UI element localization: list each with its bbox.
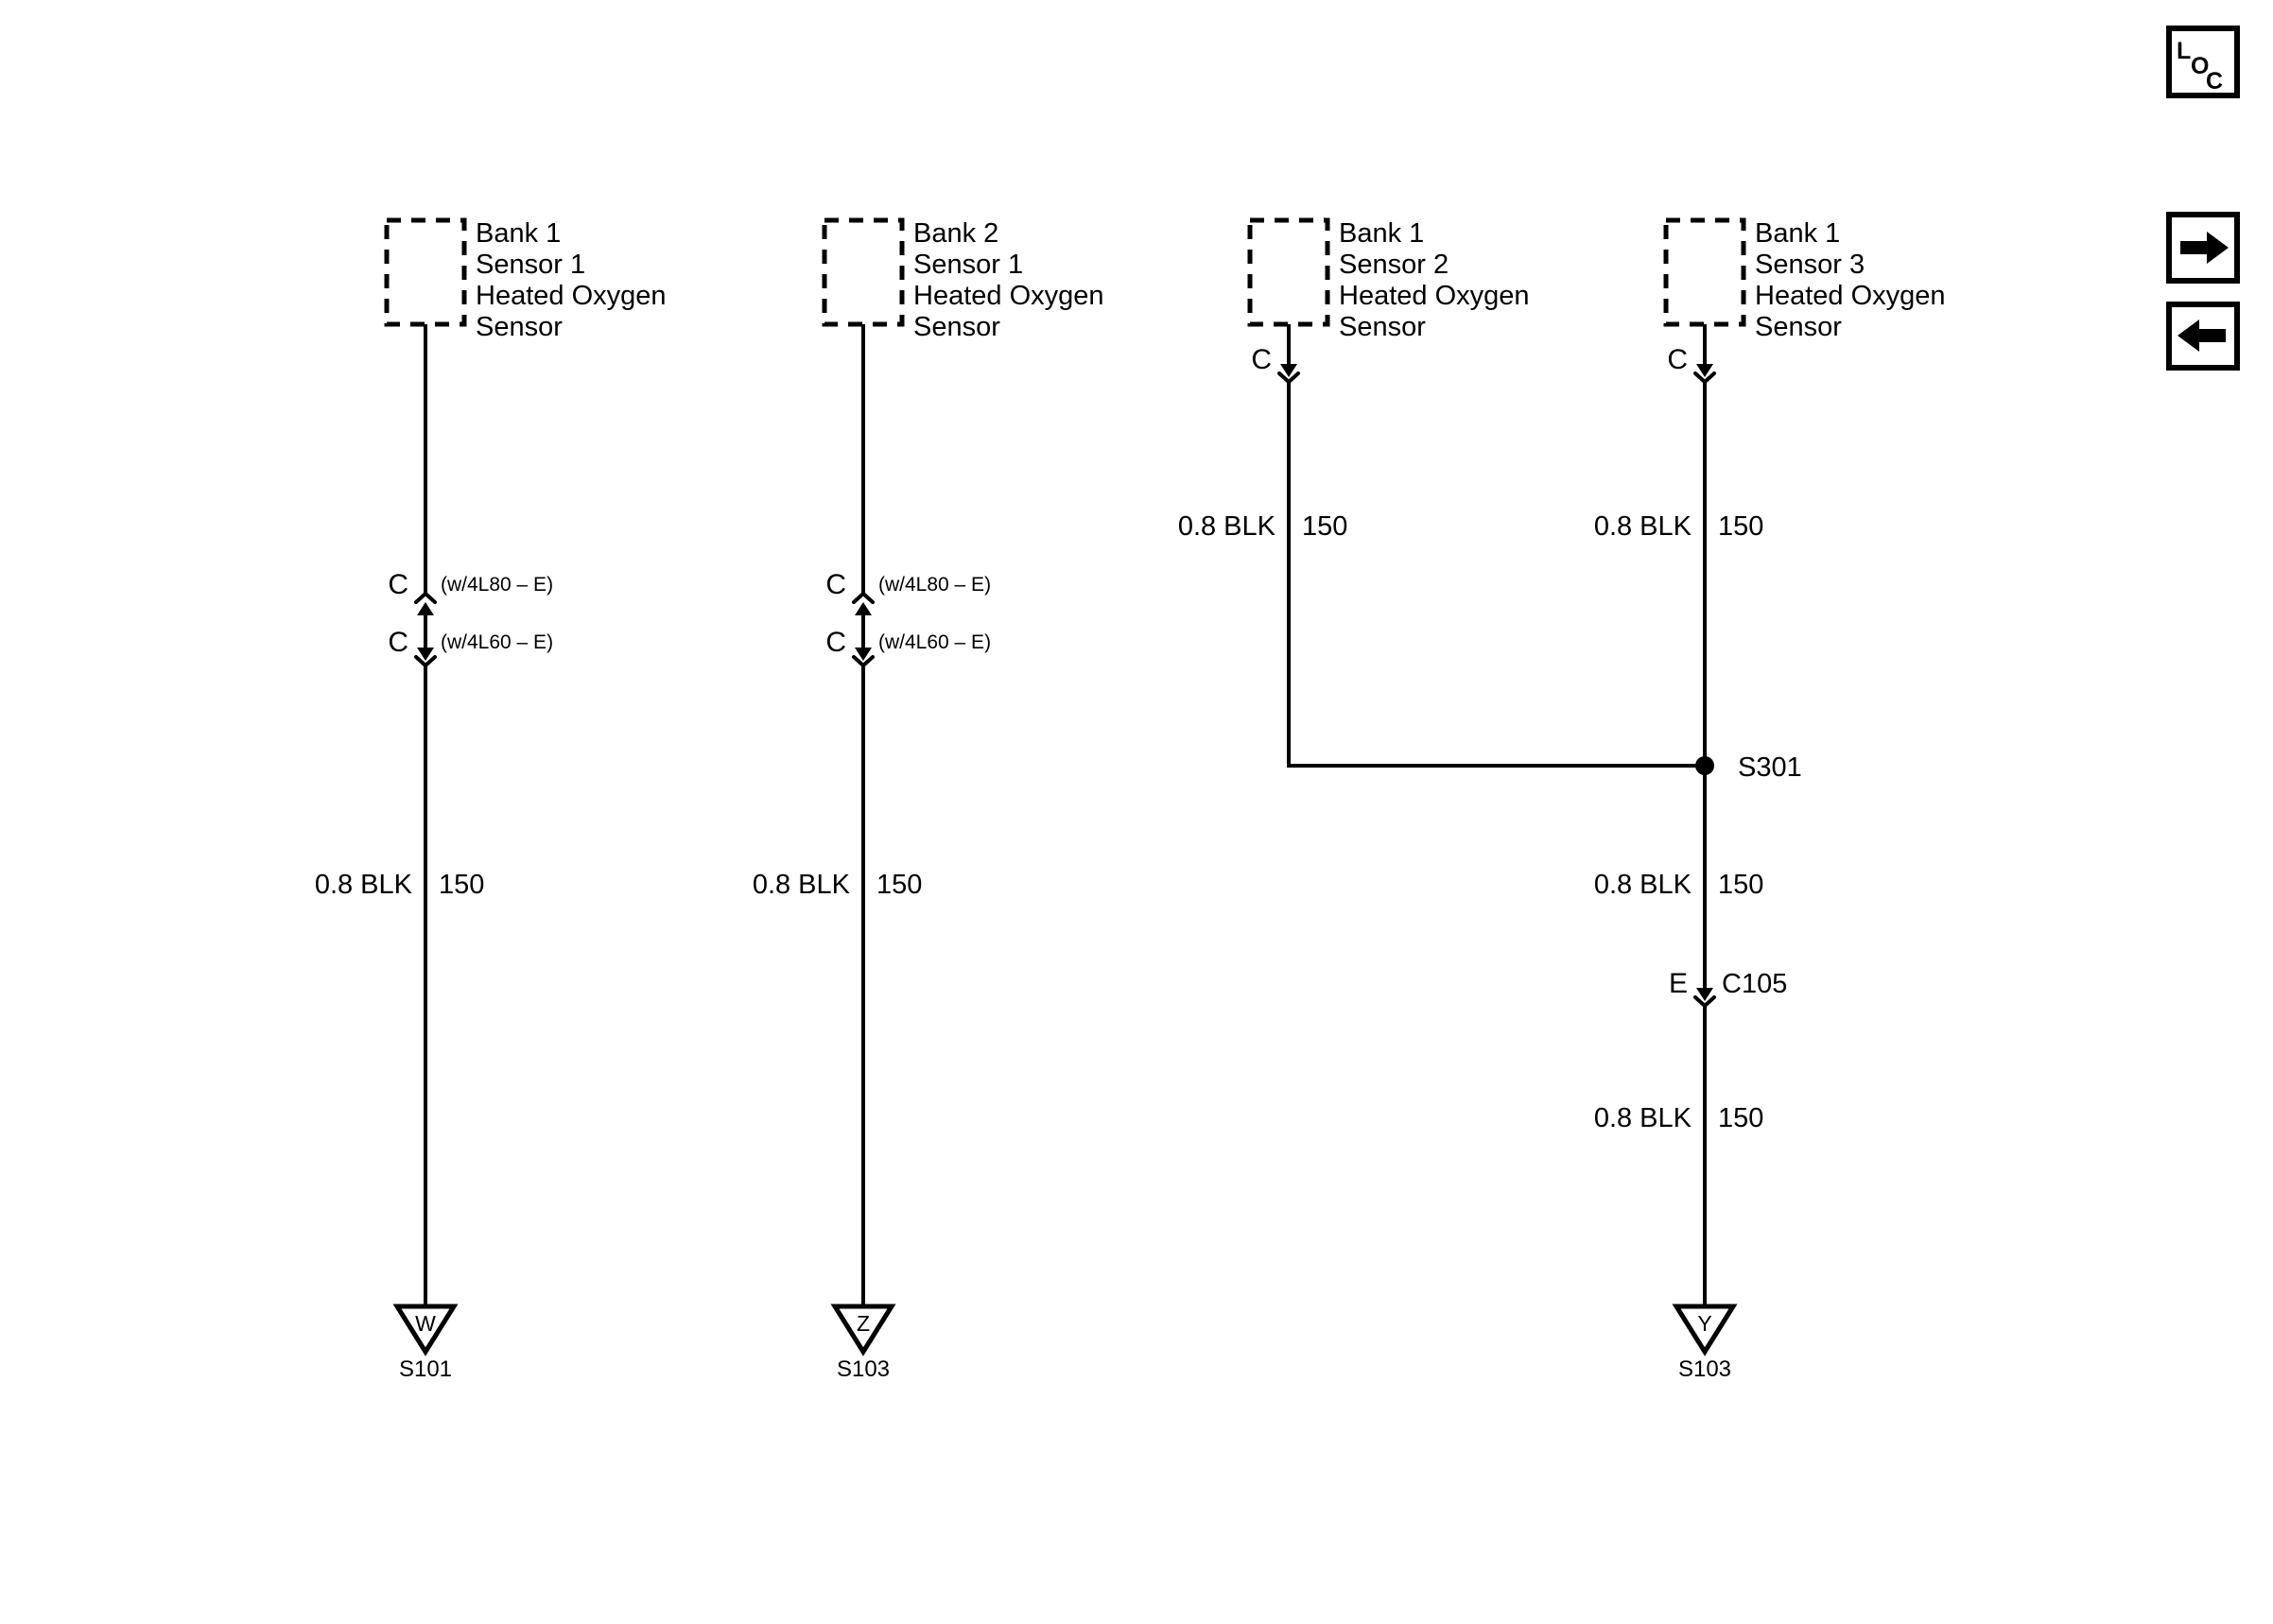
wire-circuit: 150 xyxy=(1302,511,1347,542)
ground-symbol xyxy=(392,1304,459,1356)
wire-circuit: 150 xyxy=(439,870,484,900)
left-arrow-icon xyxy=(2178,320,2226,352)
down-arrowhead-icon xyxy=(855,648,872,661)
down-arrowhead-icon xyxy=(1280,364,1297,377)
connector-pin: C xyxy=(388,569,408,600)
connector-pin: C xyxy=(1251,344,1272,375)
wire-size-color: 0.8 BLK xyxy=(1594,1103,1692,1133)
sensor-label-line: Bank 1 xyxy=(1755,218,1840,249)
down-arrowhead-icon xyxy=(1696,988,1713,1001)
sensor-label-line: Heated Oxygen xyxy=(1339,281,1530,311)
loc-button[interactable]: L O C xyxy=(2166,26,2240,98)
wire-size-color: 0.8 BLK xyxy=(1178,511,1276,542)
ground-id: S103 xyxy=(837,1356,890,1382)
connector-pin: C xyxy=(1667,344,1688,375)
loc-letter-l: L xyxy=(2177,38,2191,64)
ground-symbol xyxy=(1672,1304,1738,1356)
sensor-box xyxy=(1247,217,1330,327)
sensor-label-line: Sensor 2 xyxy=(1339,250,1449,280)
loc-letter-c: C xyxy=(2206,68,2223,95)
sensor-label-line: Sensor xyxy=(1755,312,1842,342)
sensor-label-line: Sensor 3 xyxy=(1755,250,1865,280)
sensor-label-line: Heated Oxygen xyxy=(1755,281,1946,311)
down-arrowhead-icon xyxy=(1696,364,1713,377)
down-arrowhead-icon xyxy=(417,648,434,661)
up-arrowhead-icon xyxy=(417,602,434,615)
sensor-box xyxy=(822,217,905,327)
loc-button-frame[interactable] xyxy=(2166,26,2240,98)
sensor-box xyxy=(1663,217,1746,327)
circuit-bank2-sensor1: Bank 2 Sensor 1 Heated Oxygen Sensor C (… xyxy=(753,217,1104,1382)
splice-id: S301 xyxy=(1738,752,1802,783)
sensor-label-line: Sensor 1 xyxy=(476,250,585,280)
circuit-bank1-sensor1: Bank 1 Sensor 1 Heated Oxygen Sensor C (… xyxy=(315,217,667,1382)
ground-pin: W xyxy=(415,1311,436,1336)
transmission-note: (w/4L80 – E) xyxy=(878,574,991,596)
sensor-box xyxy=(384,217,467,327)
connector-id: C105 xyxy=(1722,969,1787,999)
connector-pin: C xyxy=(388,627,408,658)
ground-id: S101 xyxy=(399,1356,452,1382)
circuit-bank1-sensor3: Bank 1 Sensor 3 Heated Oxygen Sensor C 0… xyxy=(1594,217,1946,1382)
wire-size-color: 0.8 BLK xyxy=(753,870,851,900)
wire-circuit: 150 xyxy=(1718,870,1763,900)
wire-circuit: 150 xyxy=(1718,1103,1763,1133)
sensor-label-line: Bank 2 xyxy=(913,218,998,249)
sensor-label-line: Heated Oxygen xyxy=(913,281,1104,311)
sensor-label-line: Heated Oxygen xyxy=(476,281,667,311)
connector-pin: C xyxy=(825,627,846,658)
sensor-label-line: Sensor xyxy=(1339,312,1426,342)
sensor-label-line: Bank 1 xyxy=(1339,218,1424,249)
next-page-button[interactable] xyxy=(2166,212,2240,284)
prev-page-button[interactable] xyxy=(2166,302,2240,371)
connector-pin: E xyxy=(1669,968,1688,999)
ground-pin: Y xyxy=(1697,1311,1711,1336)
wire-size-color: 0.8 BLK xyxy=(1594,870,1692,900)
circuit-bank1-sensor2: Bank 1 Sensor 2 Heated Oxygen Sensor C 0… xyxy=(1178,217,1696,768)
transmission-note: (w/4L60 – E) xyxy=(878,631,991,653)
wire-segment xyxy=(1287,382,1696,768)
ground-pin: Z xyxy=(857,1311,870,1336)
wire-size-color: 0.8 BLK xyxy=(1594,511,1692,542)
ground-id: S103 xyxy=(1678,1356,1731,1382)
connector-chevron xyxy=(852,591,875,604)
wire-size-color: 0.8 BLK xyxy=(315,870,413,900)
connector-pin: C xyxy=(825,569,846,600)
connector-chevron xyxy=(414,591,437,604)
transmission-note: (w/4L60 – E) xyxy=(441,631,553,653)
sensor-label-line: Sensor xyxy=(476,312,563,342)
sensor-label-line: Sensor xyxy=(913,312,1000,342)
sensor-label-line: Sensor 1 xyxy=(913,250,1023,280)
wire-circuit: 150 xyxy=(1718,511,1763,542)
sensor-label-line: Bank 1 xyxy=(476,218,561,249)
loc-letter-o: O xyxy=(2191,53,2209,79)
ground-symbol xyxy=(830,1304,896,1356)
right-arrow-icon xyxy=(2180,232,2229,264)
transmission-note: (w/4L80 – E) xyxy=(441,574,553,596)
up-arrowhead-icon xyxy=(855,602,872,615)
wire-circuit: 150 xyxy=(876,870,922,900)
